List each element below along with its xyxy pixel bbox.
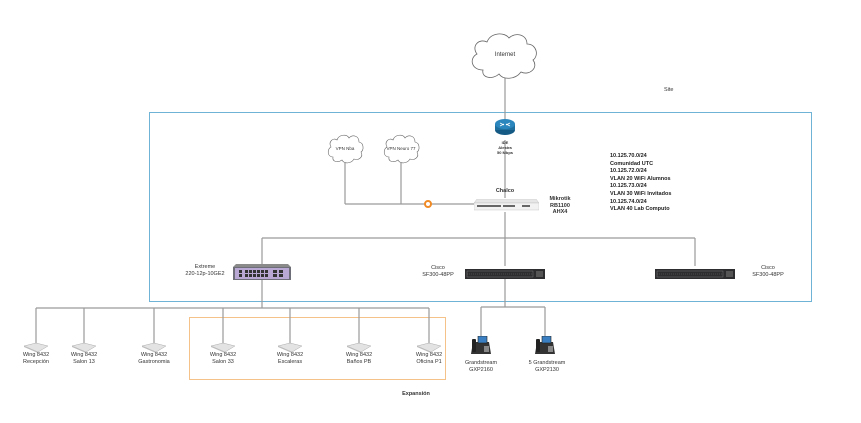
- switch-icon: [655, 269, 735, 279]
- phone-name: 5 Grandstream: [528, 360, 566, 366]
- ap-location: Salon 13: [73, 358, 95, 365]
- rack-router-icon: [473, 198, 540, 211]
- ap-location: Recepción: [23, 358, 49, 365]
- switch-cisco-1-label: Cisco SF300-48PP: [418, 265, 458, 278]
- cloud-icon: [471, 33, 537, 79]
- switch-name: Cisco: [761, 265, 775, 271]
- access-point[interactable]: [141, 340, 167, 353]
- network-item: 10.125.73.0/24: [610, 183, 647, 190]
- access-point[interactable]: [71, 340, 97, 353]
- phone-model: GXP2130: [535, 366, 559, 373]
- core-vendor: Mikrotik: [549, 196, 571, 202]
- ap-model: Wing 8432: [415, 352, 443, 358]
- ip-phone-icon: [535, 335, 555, 354]
- router[interactable]: [494, 118, 516, 136]
- phone-model: GXP2160: [469, 366, 493, 373]
- ap-model: Wing 8432: [70, 352, 98, 358]
- expansion-label: Expansión: [402, 391, 430, 397]
- access-point[interactable]: [23, 340, 49, 353]
- switch-icon: [465, 269, 545, 279]
- core-variant: AHX4: [552, 209, 568, 215]
- switch-icon: [233, 264, 291, 280]
- switch-cisco-2-label: Cisco SF300-48PP: [748, 265, 788, 278]
- internet-cloud[interactable]: Internet: [465, 30, 545, 82]
- ap-model: Wing 8432: [276, 352, 304, 358]
- ap-model: Wing 8432: [140, 352, 168, 358]
- switch-name: Extreme: [194, 264, 216, 270]
- cloud-icon: [327, 134, 364, 164]
- network-item: 10.125.70.0/24: [610, 153, 647, 159]
- network-item: Comunidad UTC: [610, 160, 654, 167]
- vpn-cloud-1[interactable]: VPN Nba: [325, 133, 365, 165]
- access-point[interactable]: [416, 340, 442, 353]
- access-point[interactable]: [277, 340, 303, 353]
- access-point[interactable]: [210, 340, 236, 353]
- network-item: 10.125.72.0/24: [610, 168, 647, 175]
- phone-1[interactable]: [469, 335, 493, 356]
- ap-model: Wing 8432: [209, 352, 237, 358]
- network-item: VLAN 20 WiFi Alumnos: [610, 175, 671, 182]
- core-model: RB1100: [550, 202, 570, 209]
- switch-extreme-label: Extreme 220-12p-10GE2: [180, 264, 230, 277]
- vpn-label: VPN Neuro 77: [386, 146, 416, 151]
- site-label: Site: [664, 87, 674, 93]
- core-router[interactable]: [473, 198, 540, 211]
- phone-name: Grandstream: [464, 360, 498, 366]
- ap-model: Wing 8432: [345, 352, 373, 358]
- vpn-label: VPN Nba: [335, 146, 355, 151]
- ap-model: Wing 8432: [22, 352, 50, 358]
- switch-cisco-1[interactable]: [465, 266, 545, 279]
- phone-1-label: Grandstream GXP2160: [461, 360, 501, 373]
- ap-location: Gastronomia: [138, 358, 170, 365]
- access-point[interactable]: [346, 340, 372, 353]
- expansion-boundary: [189, 317, 446, 380]
- site-boundary: [149, 112, 812, 302]
- router-provider: Alestra: [498, 145, 512, 150]
- link-marker: [424, 200, 432, 208]
- network-item: 10.125.74.0/24: [610, 198, 647, 205]
- core-site-label: Chalco: [495, 188, 515, 194]
- router-bandwidth: 50 Mbps: [496, 150, 513, 155]
- vpn-cloud-2[interactable]: VPN Neuro 77: [381, 133, 421, 165]
- network-item: VLAN 30 WiFi Invitados: [610, 190, 672, 197]
- switch-name: Cisco: [431, 265, 445, 271]
- router-isp-line: IDE: [501, 140, 509, 145]
- switch-extreme[interactable]: [233, 264, 291, 280]
- ip-phone-icon: [471, 335, 491, 354]
- ap-location: Baños PB: [346, 358, 372, 365]
- internet-label: Internet: [494, 52, 516, 58]
- phone-2-label: 5 Grandstream GXP2130: [522, 360, 572, 373]
- cloud-icon: [383, 134, 420, 164]
- core-model-label: Mikrotik RB1100 AHX4: [545, 196, 575, 216]
- switch-cisco-2[interactable]: [655, 266, 735, 279]
- ap-location: Escaleras: [277, 358, 303, 365]
- router-icon: [495, 119, 515, 135]
- phone-2[interactable]: [533, 335, 557, 356]
- network-item: VLAN 40 Lab Computo: [610, 206, 670, 213]
- switch-model: SF300-48PP: [422, 271, 454, 278]
- router-label: IDE Alestra 50 Mbps: [490, 140, 520, 155]
- network-list: 10.125.70.0/24 Comunidad UTC 10.125.72.0…: [610, 153, 671, 214]
- switch-model: SF300-48PP: [752, 271, 784, 278]
- ap-location: Oficina P1: [416, 358, 442, 365]
- switch-model: 220-12p-10GE2: [185, 270, 225, 277]
- ap-location: Salon 33: [212, 358, 234, 365]
